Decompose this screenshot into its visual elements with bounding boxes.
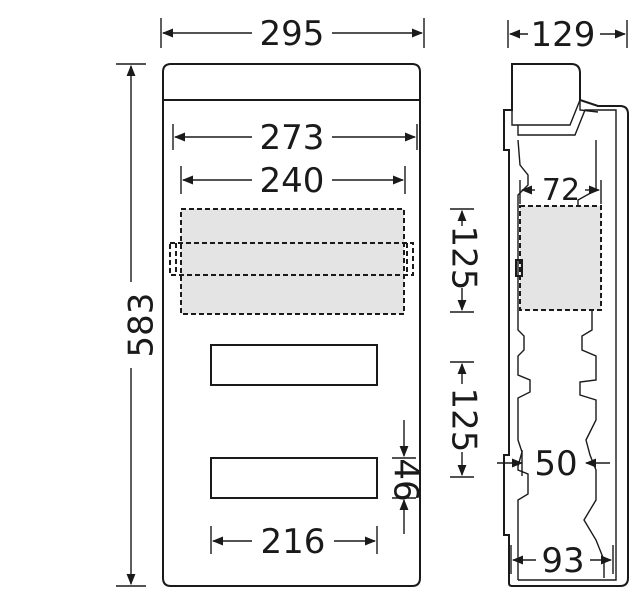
- front-device-area-dashed: [180, 208, 405, 315]
- dim-rail-pitch-top-label: 125: [444, 226, 484, 291]
- dim-height: 583: [116, 63, 162, 587]
- dim-side-mid-depth-label: 50: [534, 444, 577, 484]
- front-rail-shading: [181, 209, 404, 314]
- front-cutout-upper: [210, 344, 378, 386]
- dim-height-label: 583: [122, 293, 162, 358]
- dim-rail-pitch-top: 125: [444, 208, 484, 313]
- dim-inner-width: 273: [172, 118, 418, 158]
- dim-front-width: 295: [160, 14, 425, 54]
- dim-cutout-height-label: 46: [386, 458, 426, 501]
- dim-side-inner-depth-label: 72: [542, 173, 580, 208]
- side-module-shading: [520, 206, 601, 310]
- dim-inner-width-label: 273: [260, 118, 325, 158]
- front-top-cap: [162, 63, 421, 100]
- dim-side-base-depth: 93: [510, 541, 614, 581]
- dim-side-inner-depth: 72: [519, 173, 602, 208]
- side-outline: [503, 63, 629, 587]
- dim-cutout-width-label: 216: [261, 522, 326, 562]
- dim-cutout-width: 216: [210, 522, 378, 562]
- dim-rail-width: 240: [180, 161, 406, 201]
- dim-rail-width-label: 240: [260, 161, 325, 201]
- side-module-dashed: [519, 205, 602, 311]
- side-view: [503, 63, 629, 587]
- dim-cutout-height: 46: [386, 420, 426, 534]
- dim-side-depth-label: 129: [531, 15, 596, 55]
- front-cutout-lower: [210, 457, 378, 499]
- dim-side-base-depth-label: 93: [541, 541, 584, 581]
- dim-rail-pitch-bottom: 125: [444, 361, 484, 478]
- front-rail-band-dashed: [169, 242, 414, 276]
- dim-side-depth: 129: [507, 15, 628, 55]
- dim-front-width-label: 295: [260, 14, 325, 54]
- dim-side-mid-depth: 50: [497, 444, 610, 484]
- front-view: [162, 63, 421, 587]
- dim-rail-pitch-bottom-label: 125: [444, 388, 484, 453]
- front-body-outline: [162, 100, 421, 587]
